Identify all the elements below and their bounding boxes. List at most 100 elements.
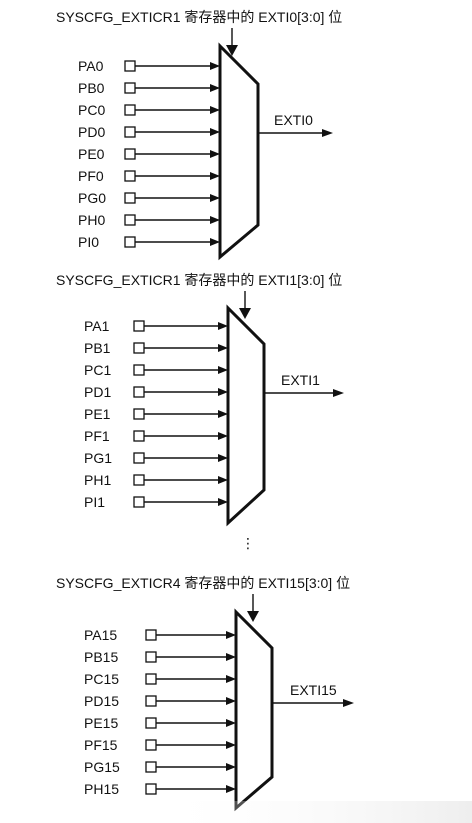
input-row: PD0 [78,124,220,140]
pin-square-icon [145,629,157,641]
pin-square-icon [124,148,136,160]
input-row: PI1 [84,494,228,510]
input-row: PA1 [84,318,228,334]
pin-square-icon [124,192,136,204]
input-label: PG0 [78,190,106,206]
pin-square-icon [124,60,136,72]
arrow-right-icon [226,675,236,683]
arrow-right-icon [210,194,220,202]
pin-square-icon [133,364,145,376]
input-label: PA1 [84,318,110,334]
input-row: PF1 [84,428,228,444]
input-label: PH0 [78,212,105,228]
pin-square-icon [145,673,157,685]
input-row: PB0 [78,80,220,96]
block-title: SYSCFG_EXTICR1 寄存器中的 EXTI0[3:0] 位 [56,9,342,25]
pin-square-icon [145,739,157,751]
input-label: PE0 [78,146,105,162]
pin-square-icon [124,170,136,182]
input-row: PF15 [84,737,236,753]
pin-square-icon [124,104,136,116]
pin-square-icon [124,126,136,138]
input-row: PE1 [84,406,228,422]
input-row: PH0 [78,212,220,228]
pin-square-icon [133,342,145,354]
pin-square-icon [145,783,157,795]
input-row: PF0 [78,168,220,184]
input-label: PA15 [84,627,117,643]
arrow-right-icon [218,498,228,506]
input-row: PC1 [84,362,228,378]
input-label: PB0 [78,80,105,96]
arrow-right-icon [218,454,228,462]
vertical-ellipsis-icon: ⋮ [241,535,255,551]
arrow-right-icon [210,84,220,92]
multiplexer [234,608,274,812]
pin-square-icon [145,651,157,663]
select-arrow-icon [239,308,251,319]
select-arrow-icon [226,45,238,56]
input-label: PI1 [84,494,105,510]
pin-square-icon [145,695,157,707]
arrow-right-icon [226,653,236,661]
arrow-right-icon [218,432,228,440]
arrow-right-icon [210,172,220,180]
arrow-right-icon [210,128,220,136]
input-label: PA0 [78,58,104,74]
input-row: PD15 [84,693,236,709]
pin-square-icon [133,474,145,486]
arrow-right-icon [226,741,236,749]
input-row: PG15 [84,759,236,775]
arrow-right-icon [210,62,220,70]
input-row: PH15 [84,781,236,797]
input-row: PD1 [84,384,228,400]
input-label: PC15 [84,671,119,687]
input-label: PD0 [78,124,105,140]
multiplexer [218,42,260,261]
input-label: PB1 [84,340,111,356]
arrow-right-icon [322,129,333,137]
input-label: PH15 [84,781,119,797]
arrow-right-icon [218,366,228,374]
pin-square-icon [133,430,145,442]
arrow-right-icon [218,410,228,418]
arrow-right-icon [226,785,236,793]
arrow-right-icon [226,631,236,639]
pin-square-icon [124,214,136,226]
input-row: PH1 [84,472,228,488]
input-label: PD15 [84,693,119,709]
input-row: PE15 [84,715,236,731]
input-row: PG0 [78,190,220,206]
mux-block-exti1: SYSCFG_EXTICR1 寄存器中的 EXTI1[3:0] 位 PA1 PB… [56,272,344,527]
input-row: PI0 [78,234,220,250]
input-label: PG15 [84,759,120,775]
pin-square-icon [145,717,157,729]
input-label: PH1 [84,472,111,488]
arrow-right-icon [218,322,228,330]
arrow-right-icon [226,697,236,705]
arrow-right-icon [333,389,344,397]
multiplexer [226,304,266,527]
arrow-right-icon [218,344,228,352]
bottom-fade [150,801,472,823]
pin-square-icon [124,82,136,94]
input-label: PF1 [84,428,110,444]
arrow-right-icon [343,699,354,707]
input-label: PI0 [78,234,99,250]
select-arrow-icon [247,611,259,622]
pin-square-icon [133,408,145,420]
input-row: PC0 [78,102,220,118]
input-row: PC15 [84,671,236,687]
pin-square-icon [145,761,157,773]
input-row: PA0 [78,58,220,74]
output-label: EXTI15 [290,682,337,698]
mux-block-exti15: SYSCFG_EXTICR4 寄存器中的 EXTI15[3:0] 位 PA15 … [56,575,354,812]
pin-square-icon [133,320,145,332]
pin-square-icon [133,386,145,398]
input-row: PA15 [84,627,236,643]
pin-square-icon [133,452,145,464]
input-label: PF15 [84,737,118,753]
arrow-right-icon [218,476,228,484]
input-label: PC1 [84,362,111,378]
